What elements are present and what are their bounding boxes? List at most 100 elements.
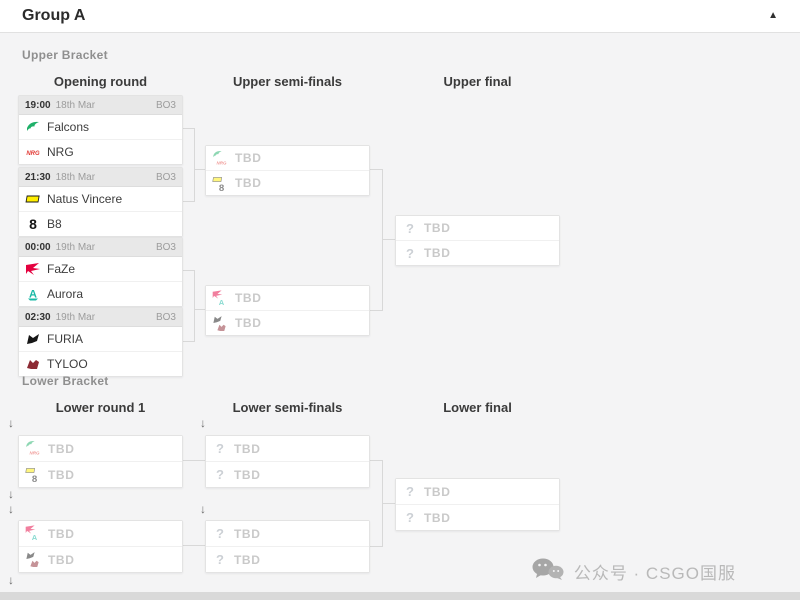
bracket-connector: [183, 545, 205, 547]
team-row-tbd[interactable]: ? TBD: [206, 547, 369, 572]
team-name-tbd: TBD: [234, 467, 261, 482]
watermark-text: 公众号 · CSGO国服: [573, 564, 736, 583]
match-format: BO3: [155, 99, 176, 111]
tyloo-logo-icon: [29, 558, 40, 569]
aurora-logo-icon: A: [29, 532, 40, 543]
match-card-lower-final[interactable]: ? TBD ? TBD: [395, 478, 560, 531]
match-card-opening-2[interactable]: 21:30 18th Mar BO3 Natus Vincere 8 B8: [18, 167, 183, 237]
team-row-tbd[interactable]: ? TBD: [206, 521, 369, 547]
match-card-lower-r1-2[interactable]: A TBD TBD: [18, 520, 183, 573]
team-row[interactable]: FaZe: [19, 257, 182, 282]
match-card-lower-r1-1[interactable]: NRG TBD 8 TBD: [18, 435, 183, 488]
match-card-upper-final[interactable]: ? TBD ? TBD: [395, 215, 560, 266]
team-name-tbd: TBD: [48, 467, 75, 482]
bracket-connector: [194, 169, 205, 171]
team-name-tbd: TBD: [234, 441, 261, 456]
loser-drop-arrow-icon: ↓: [8, 502, 14, 516]
match-card-lower-semi-1[interactable]: ? TBD ? TBD: [205, 435, 370, 488]
question-icon: ?: [216, 441, 224, 456]
match-card-opening-3[interactable]: 00:00 19th Mar BO3 FaZe A Aurora: [18, 237, 183, 307]
falcons-logo-icon: [212, 149, 223, 160]
team-name: B8: [47, 217, 62, 231]
team-name-tbd: TBD: [424, 484, 451, 499]
svg-text:8: 8: [219, 182, 225, 192]
bracket-connector: [382, 503, 395, 505]
team-name-tbd: TBD: [234, 552, 261, 567]
match-header: 00:00 19th Mar BO3: [19, 238, 182, 257]
bracket-connector: [183, 460, 205, 462]
match-card-upper-semi-1[interactable]: NRG TBD 8 TBD: [205, 145, 370, 196]
team-name-tbd: TBD: [48, 552, 75, 567]
team-row-tbd[interactable]: ? TBD: [206, 436, 369, 462]
furia-logo-icon: [212, 314, 223, 325]
tyloo-logo-icon: [216, 322, 227, 333]
team-row[interactable]: FURIA: [19, 327, 182, 352]
possible-teams-icons: 8: [25, 465, 42, 484]
nrg-logo-icon: NRG: [216, 157, 227, 168]
loser-drop-arrow-icon: ↓: [200, 416, 206, 430]
navi-logo-icon: [25, 191, 41, 207]
question-icon: ?: [406, 510, 414, 525]
team-row-tbd[interactable]: A TBD: [206, 286, 369, 311]
question-icon: ?: [406, 484, 414, 499]
team-name: Falcons: [47, 120, 90, 134]
faze-logo-icon: [25, 261, 41, 277]
team-row-tbd[interactable]: ? TBD: [396, 241, 559, 265]
column-header-lower-semi-finals: Lower semi-finals: [232, 400, 343, 415]
team-row[interactable]: A Aurora: [19, 282, 182, 306]
team-name-tbd: TBD: [235, 291, 262, 305]
match-card-upper-semi-2[interactable]: A TBD TBD: [205, 285, 370, 336]
team-row-tbd[interactable]: ? TBD: [206, 462, 369, 487]
team-row-tbd[interactable]: A TBD: [19, 521, 182, 547]
match-card-opening-1[interactable]: 19:00 18th Mar BO3 Falcons NRG NRG: [18, 95, 183, 165]
match-time: 00:00: [25, 241, 51, 253]
aurora-logo-icon: A: [25, 286, 41, 302]
team-row-tbd[interactable]: ? TBD: [396, 479, 559, 505]
team-row-tbd[interactable]: TBD: [206, 311, 369, 335]
bracket-connector: [194, 309, 205, 311]
team-row-tbd[interactable]: 8 TBD: [19, 462, 182, 487]
collapse-chevron-icon[interactable]: ▲: [768, 10, 778, 21]
b8-logo-icon: 8: [25, 216, 41, 232]
svg-text:NRG: NRG: [217, 160, 227, 165]
team-name-tbd: TBD: [235, 176, 262, 190]
match-header: 21:30 18th Mar BO3: [19, 168, 182, 187]
column-header-opening-round: Opening round: [53, 74, 148, 89]
team-name-tbd: TBD: [48, 526, 75, 541]
furia-logo-icon: [25, 331, 41, 347]
svg-text:NRG: NRG: [26, 151, 40, 157]
svg-text:8: 8: [32, 474, 38, 484]
match-header: 02:30 19th Mar BO3: [19, 308, 182, 327]
match-format: BO3: [155, 241, 176, 253]
falcons-logo-icon: [25, 439, 36, 450]
bracket-connector: [183, 270, 195, 342]
loser-drop-arrow-icon: ↓: [8, 573, 14, 587]
svg-text:A: A: [32, 533, 38, 542]
column-header-lower-round-1: Lower round 1: [55, 400, 146, 415]
team-row-tbd[interactable]: ? TBD: [396, 505, 559, 530]
team-row[interactable]: TYLOO: [19, 352, 182, 376]
team-row[interactable]: 8 B8: [19, 212, 182, 236]
team-row[interactable]: Falcons: [19, 115, 182, 140]
question-icon: ?: [216, 552, 224, 567]
svg-text:NRG: NRG: [30, 451, 40, 456]
navi-logo-icon: [212, 174, 223, 185]
team-row-tbd[interactable]: NRG TBD: [206, 146, 369, 171]
team-row-tbd[interactable]: NRG TBD: [19, 436, 182, 462]
match-time: 02:30: [25, 311, 51, 323]
team-row-tbd[interactable]: TBD: [19, 547, 182, 572]
b8-logo-icon: 8: [29, 473, 40, 484]
possible-teams-icons: A: [212, 289, 229, 308]
team-row-tbd[interactable]: 8 TBD: [206, 171, 369, 195]
team-row[interactable]: Natus Vincere: [19, 187, 182, 212]
team-name-tbd: TBD: [424, 510, 451, 525]
team-row[interactable]: NRG NRG: [19, 140, 182, 164]
team-name-tbd: TBD: [424, 221, 451, 235]
match-card-lower-semi-2[interactable]: ? TBD ? TBD: [205, 520, 370, 573]
possible-teams-icons: NRG: [25, 439, 42, 458]
possible-teams-icons: 8: [212, 174, 229, 193]
match-card-opening-4[interactable]: 02:30 19th Mar BO3 FURIA TYLOO: [18, 307, 183, 377]
team-row-tbd[interactable]: ? TBD: [396, 216, 559, 241]
column-header-lower-final: Lower final: [443, 400, 512, 415]
match-time: 19:00: [25, 99, 51, 111]
